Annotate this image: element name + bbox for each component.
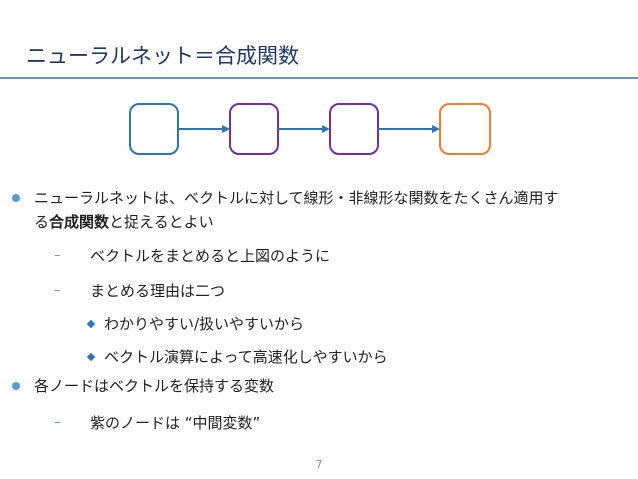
composition-diagram <box>129 103 491 155</box>
bullet-dot <box>12 194 20 202</box>
bullet-1-2-2: ベクトル演算によって高速化しやすいから <box>86 346 388 368</box>
bullet-1-text-line1: ニューラルネットは、ベクトルに対して線形・非線形な関数をたくさん適用す <box>34 189 559 207</box>
title-underline <box>0 77 638 79</box>
bullet-2-1-text: 紫のノードは “中間変数” <box>90 414 261 432</box>
bullet-1-1: – ベクトルをまとめると上図のように <box>54 247 331 265</box>
bullet-1-2: – まとめる理由は二つ <box>54 282 226 300</box>
page-number: 7 <box>315 458 323 471</box>
bullet-1-text-line2-pre: る <box>34 213 50 231</box>
bullet-1-2-text: まとめる理由は二つ <box>90 282 226 300</box>
bullet-2-text: 各ノードはベクトルを保持する変数 <box>34 377 275 395</box>
diamond-bullet-icon <box>86 352 96 362</box>
node-hidden-1 <box>229 103 279 155</box>
diamond-bullet-icon <box>86 319 96 329</box>
bullet-1-text-post: と捉えるとよい <box>109 213 214 231</box>
bullet-1: ニューラルネットは、ベクトルに対して線形・非線形な関数をたくさん適用す る合成関… <box>12 186 614 234</box>
bullet-1-2-2-text: ベクトル演算によって高速化しやすいから <box>104 348 388 366</box>
bullet-1-bold: 合成関数 <box>49 213 110 231</box>
bullet-1-2-1: わかりやすい/扱いやすいから <box>86 313 305 335</box>
bullet-2-1: – 紫のノードは “中間変数” <box>54 414 261 432</box>
bullet-2: 各ノードはベクトルを保持する変数 <box>12 374 275 398</box>
slide-title: ニューラルネット＝合成関数 <box>26 44 299 68</box>
bullet-dot <box>12 382 20 390</box>
bullet-1-1-text: ベクトルをまとめると上図のように <box>90 247 331 265</box>
node-input <box>129 103 179 155</box>
node-output <box>439 103 491 155</box>
bullet-1-2-1-text: わかりやすい/扱いやすいから <box>104 315 305 333</box>
node-hidden-2 <box>329 103 379 155</box>
